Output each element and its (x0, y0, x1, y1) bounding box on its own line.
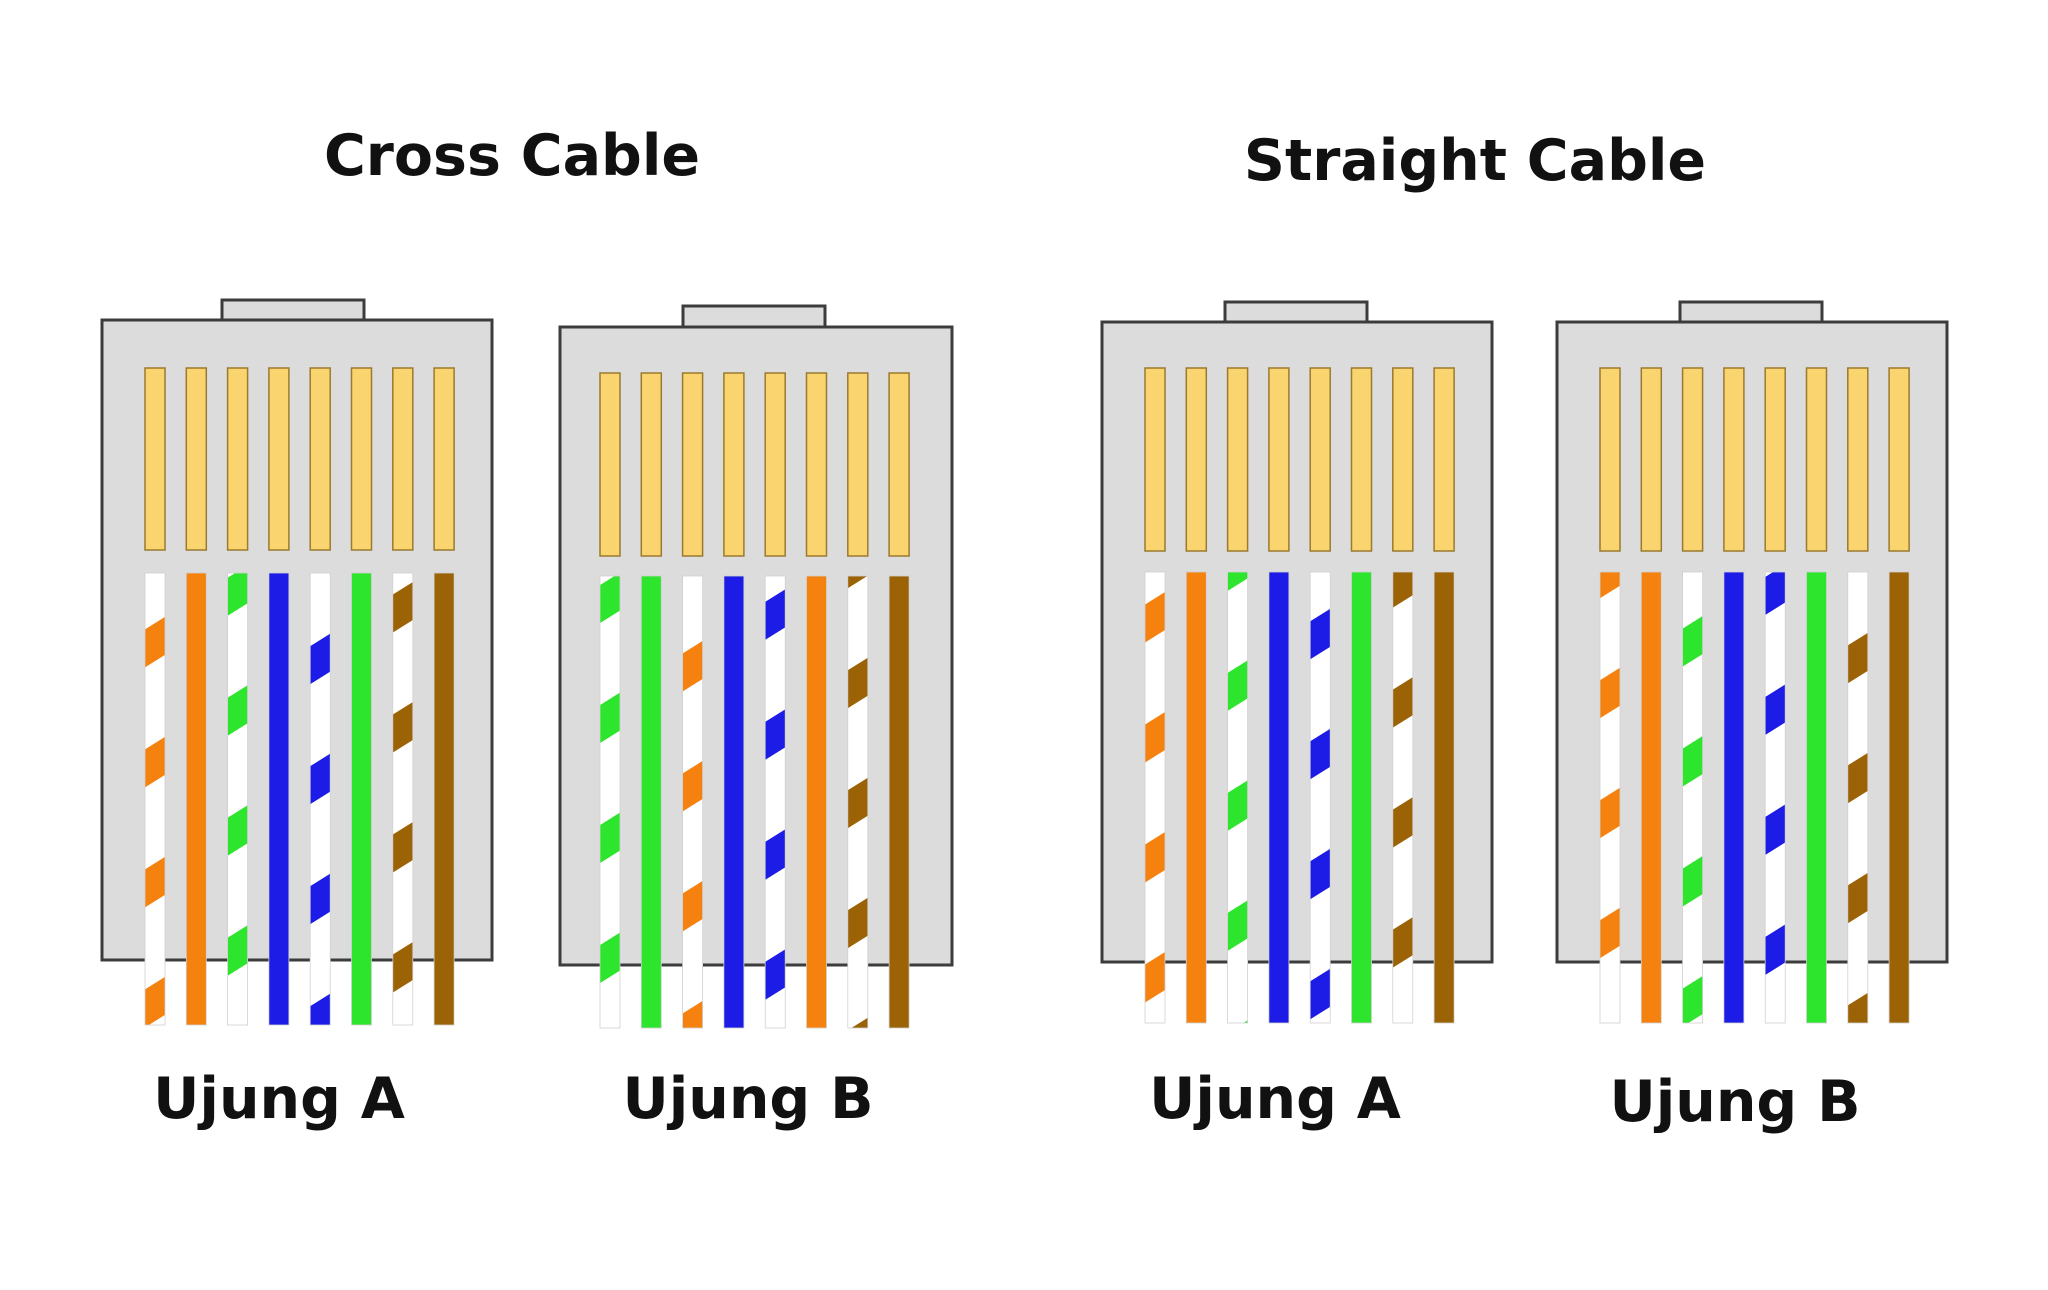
wire-white-blue (1309, 571, 1331, 1024)
pin-6 (350, 367, 373, 551)
wire-green (351, 572, 372, 1026)
wire-white-brown (1847, 571, 1869, 1024)
straight-ujung-b-label: Ujung B (1609, 1069, 1860, 1135)
pin-1 (1144, 367, 1166, 552)
pin-3 (1681, 367, 1704, 552)
pin-2 (1185, 367, 1208, 552)
wire-white-brown (847, 575, 869, 1029)
wire-white-blue (1764, 571, 1786, 1024)
connector-body (100, 318, 494, 962)
wire-brown (888, 575, 910, 1029)
pin-6 (805, 372, 828, 557)
pin-7 (1392, 367, 1414, 552)
pin-5 (309, 367, 331, 551)
connector-body (1555, 320, 1949, 964)
cross-ujung-a-label: Ujung A (153, 1066, 405, 1132)
wire-white-blue (309, 572, 331, 1026)
wire-white-orange (682, 575, 703, 1029)
pin-5 (1309, 367, 1331, 552)
wire-brown (1433, 571, 1455, 1024)
wire-orange (1185, 571, 1207, 1024)
straight-ujung-a-label: Ujung A (1149, 1066, 1401, 1132)
pin-5 (764, 372, 786, 557)
pin-5 (1764, 367, 1786, 552)
pin-7 (847, 372, 869, 557)
pin-6 (1805, 367, 1828, 552)
cross-cable-title: Cross Cable (324, 123, 700, 189)
wire-white-green (1682, 571, 1703, 1024)
pin-6 (1350, 367, 1373, 552)
wire-blue (723, 575, 745, 1029)
wire-white-green (599, 575, 621, 1029)
pin-3 (681, 372, 704, 557)
pin-4 (1723, 367, 1745, 552)
wire-white-orange (1144, 571, 1166, 1024)
wire-white-green (227, 572, 249, 1026)
pin-8 (433, 367, 455, 551)
pin-8 (1888, 367, 1910, 552)
pin-8 (888, 372, 910, 557)
pin-7 (392, 367, 414, 551)
pin-2 (1640, 367, 1663, 552)
pin-1 (144, 367, 166, 551)
pin-3 (1226, 367, 1249, 552)
wire-blue (1268, 571, 1290, 1024)
wire-brown (433, 572, 455, 1026)
wire-orange (185, 572, 207, 1026)
connector-body (558, 325, 954, 967)
pin-4 (268, 367, 290, 551)
wire-white-brown (1392, 571, 1414, 1024)
wire-orange (1640, 571, 1662, 1024)
pin-7 (1847, 367, 1869, 552)
wire-green (1806, 571, 1827, 1024)
straight-cable-title: Straight Cable (1244, 128, 1706, 194)
wire-green (1351, 571, 1372, 1024)
connector-body (1100, 320, 1494, 964)
pin-4 (723, 372, 745, 557)
wire-blue (1723, 571, 1745, 1024)
pin-3 (226, 367, 249, 551)
wire-white-orange (1599, 571, 1621, 1024)
wire-white-green (1227, 571, 1248, 1024)
wire-white-brown (392, 572, 414, 1026)
wire-white-blue (764, 575, 786, 1029)
pin-2 (185, 367, 208, 551)
connector-cross-b (558, 304, 954, 1029)
wire-brown (1888, 571, 1910, 1024)
connector-cross-a (100, 298, 494, 1026)
wire-orange (806, 575, 827, 1029)
wire-green (640, 575, 662, 1029)
pin-4 (1268, 367, 1290, 552)
pin-2 (640, 372, 663, 557)
connector-straight-b (1555, 300, 1949, 1024)
pin-1 (1599, 367, 1621, 552)
connector-straight-a (1100, 300, 1494, 1024)
pin-8 (1433, 367, 1455, 552)
wire-blue (268, 572, 290, 1026)
wire-white-orange (144, 572, 166, 1026)
pin-1 (599, 372, 621, 557)
cross-ujung-b-label: Ujung B (622, 1066, 873, 1132)
